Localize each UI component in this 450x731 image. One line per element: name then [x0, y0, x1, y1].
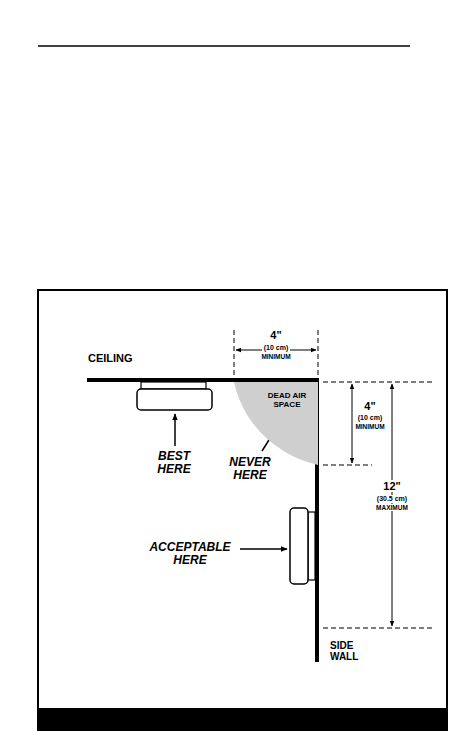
dimension-metric: (30.5 cm): [375, 495, 409, 503]
bottom-bar: [37, 708, 448, 731]
dimension-metric: (10 cm): [356, 414, 385, 422]
dimension-note: MINIMUM: [353, 423, 386, 430]
detector-base: [308, 512, 315, 580]
dimension-note: MINIMUM: [259, 353, 292, 360]
detector-base: [141, 382, 206, 389]
region-fill: [234, 382, 318, 465]
ceiling-line: [87, 378, 319, 382]
ceiling-detector: [137, 389, 212, 410]
dimension-value: 12": [381, 480, 402, 492]
figure-frame: [38, 290, 447, 730]
dimension-metric: (10 cm): [262, 344, 291, 352]
top-rule: [38, 45, 410, 47]
dimension-value: 4": [268, 329, 283, 341]
dimension-note: MAXIMUM: [374, 504, 410, 511]
region-label: DEAD AIR SPACE: [259, 392, 315, 410]
placement-label: BEST HERE: [157, 450, 190, 476]
surface-label: SIDE WALL: [330, 640, 358, 662]
placement-label: ACCEPTABLE HERE: [149, 541, 230, 567]
dimension-value: 4": [362, 400, 377, 412]
placement-label: NEVER HERE: [229, 456, 270, 482]
surface-label: CEILING: [88, 352, 133, 364]
wall-detector: [290, 508, 308, 584]
dead-air-space: DEAD AIR SPACE: [234, 382, 318, 465]
